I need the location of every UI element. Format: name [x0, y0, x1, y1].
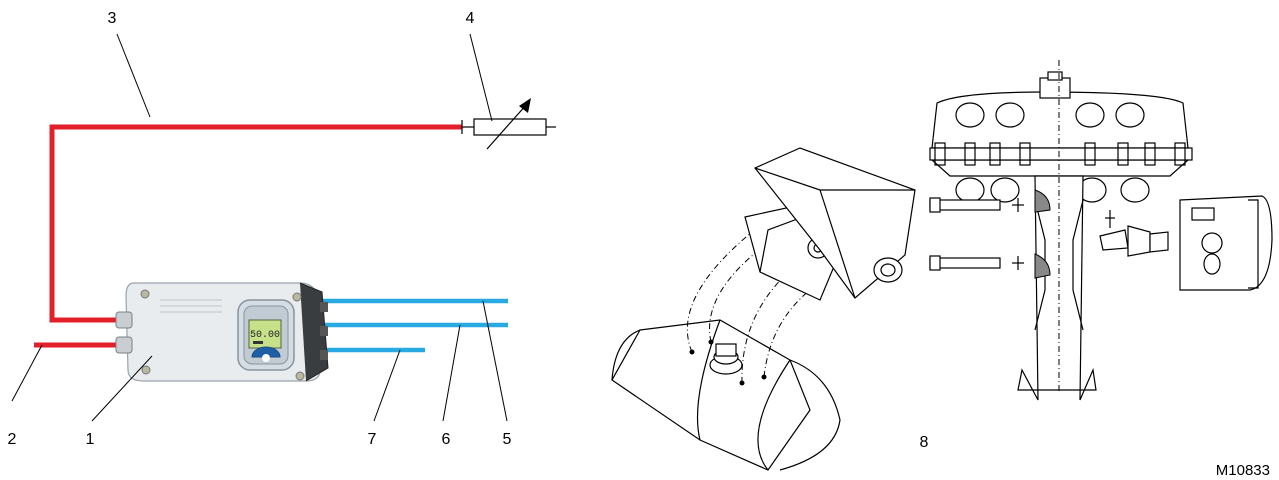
cable-gland-icon [115, 311, 133, 354]
linear-actuator-drawing [929, 60, 1273, 401]
callout-2: 2 [8, 431, 17, 448]
callout-4: 4 [466, 10, 475, 27]
callout-1: 1 [86, 431, 95, 448]
variable-resistor-icon [461, 98, 556, 150]
feedback-cable-line [49, 124, 462, 323]
display-value: 50.00 [250, 330, 280, 341]
lcd-display-icon: 50.00 [248, 319, 282, 362]
callout-7: 7 [368, 431, 377, 448]
callout-6: 6 [442, 431, 451, 448]
callout-labels: 3 4 2 1 7 6 5 8 M10833 [8, 10, 1270, 479]
callout-5: 5 [503, 431, 512, 448]
actuator-mounting-drawing [611, 147, 916, 471]
figure-code: M10833 [1216, 462, 1270, 479]
positioner-housing [125, 282, 329, 382]
connection-schematic: 50.00 [11, 33, 556, 422]
callout-8: 8 [920, 434, 929, 451]
callout-3: 3 [108, 10, 117, 27]
leader-lines [11, 33, 508, 422]
